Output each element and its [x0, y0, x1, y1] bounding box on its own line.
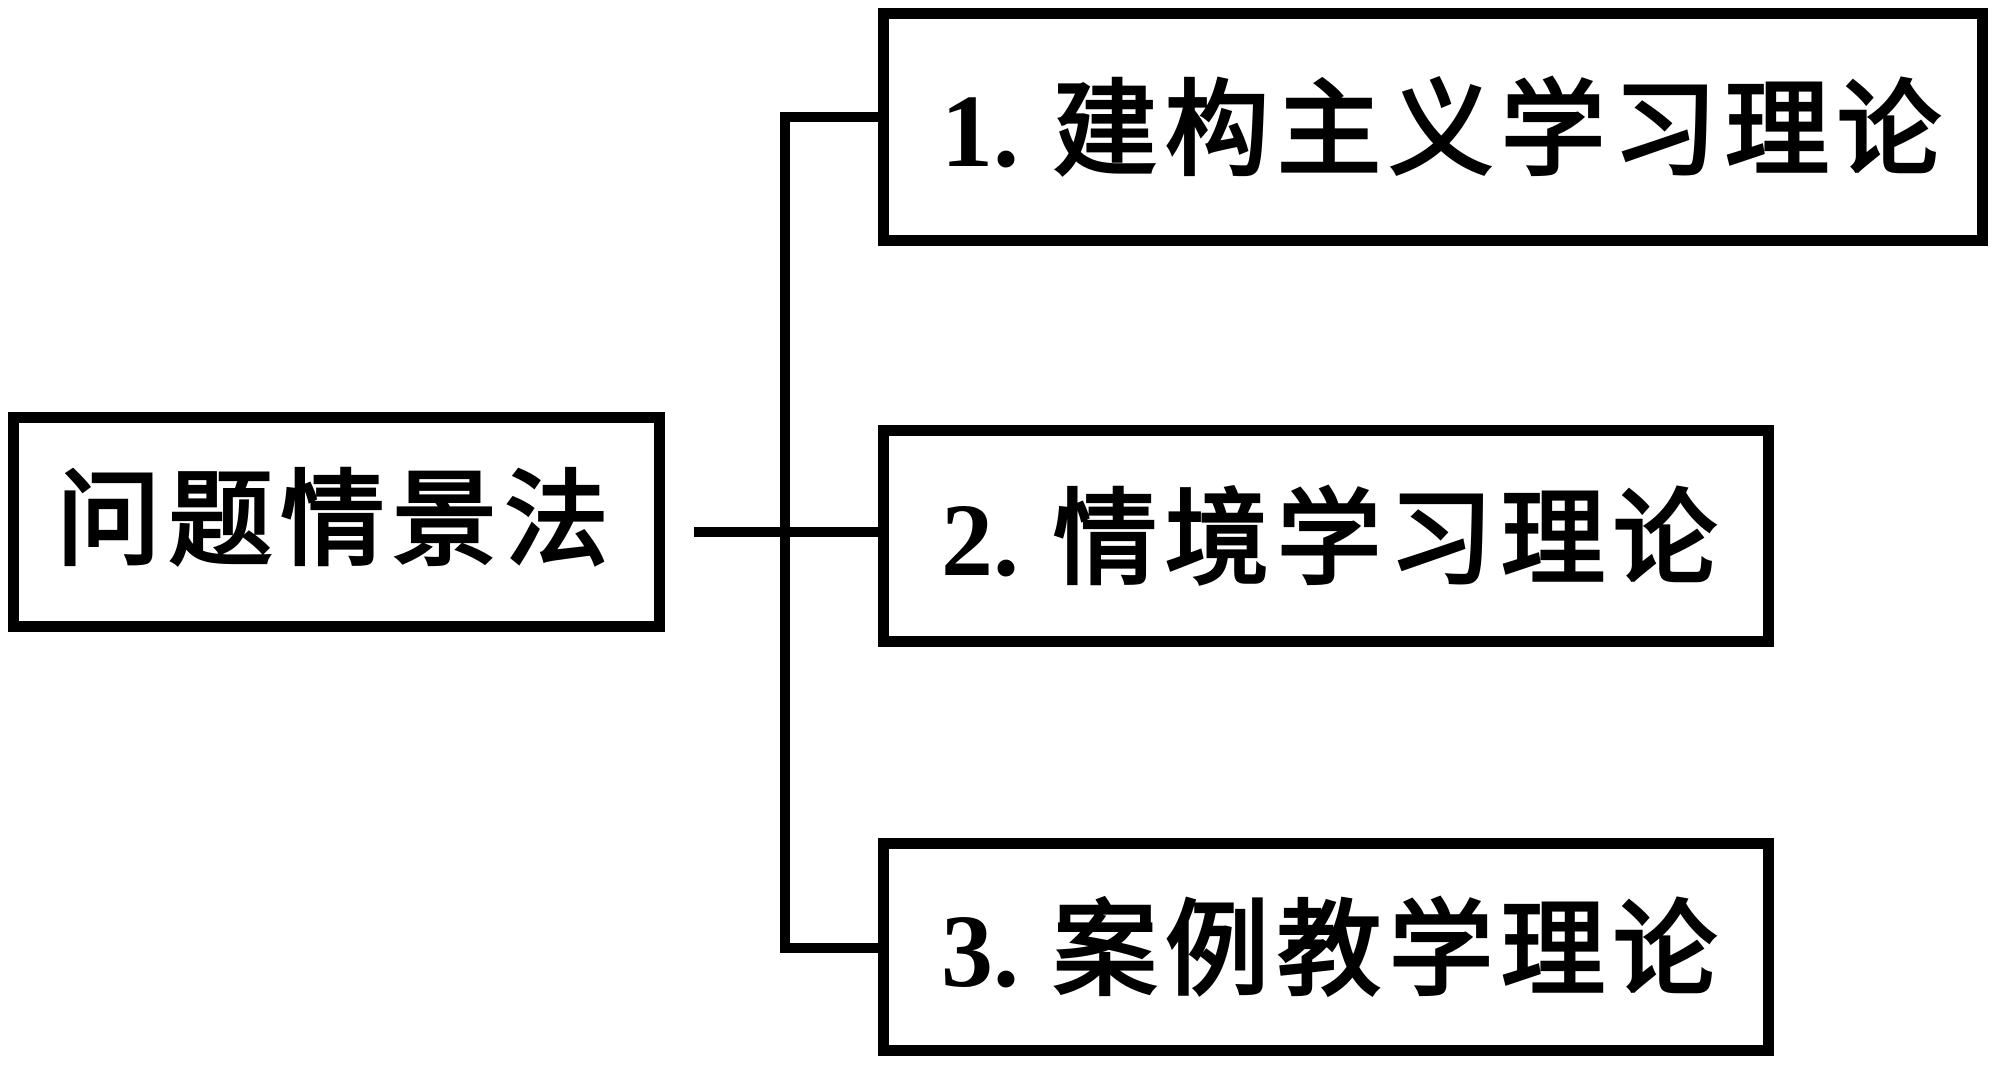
branch-node-1: 1. 建构主义学习理论 [878, 8, 1988, 246]
branch-2-label: 情境学习理论 [1053, 483, 1726, 598]
connector-branch-1 [786, 112, 878, 122]
branch-2-number: 2. [941, 483, 1019, 598]
branch-1-label: 建构主义学习理论 [1053, 74, 1950, 189]
connector-branch-3 [786, 943, 878, 953]
connector-root-to-branch-2 [694, 527, 878, 537]
branch-3-number: 3. [941, 894, 1019, 1009]
branch-node-2: 2. 情境学习理论 [878, 425, 1774, 647]
root-node-label: 问题情景法 [56, 464, 617, 579]
root-node: 问题情景法 [8, 412, 665, 632]
branch-node-3: 3. 案例教学理论 [878, 838, 1774, 1056]
branch-3-label: 案例教学理论 [1053, 894, 1726, 1009]
branch-1-number: 1. [941, 74, 1019, 189]
